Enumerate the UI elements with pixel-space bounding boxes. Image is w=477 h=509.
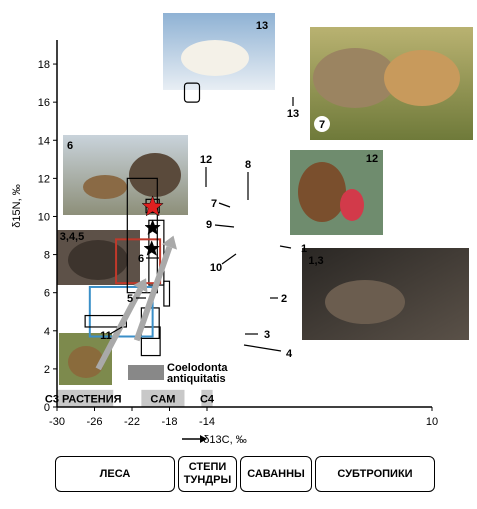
photo-label-0: 13 — [256, 20, 268, 32]
leader-11 — [109, 326, 123, 335]
photo-label-5: 1,3 — [308, 255, 323, 267]
biome-forest: ЛЕСА — [55, 456, 175, 492]
y-tick-5: 10 — [38, 211, 50, 223]
y-tick-6: 12 — [38, 173, 50, 185]
band-2 — [201, 389, 213, 407]
y-tick-0: 0 — [44, 402, 50, 414]
series-label-2: 2 — [281, 293, 287, 305]
band-1 — [141, 389, 185, 407]
series-label-1: 1 — [301, 243, 307, 255]
photo-label-1: 7 — [319, 119, 325, 131]
fish-shape — [340, 189, 364, 221]
cave-bear-shape — [68, 240, 128, 280]
plot-area — [53, 40, 433, 443]
series-label-4: 4 — [286, 348, 293, 360]
rhino-shape — [129, 153, 181, 197]
series-label-10: 10 — [210, 262, 222, 274]
photo-label-4: 3,4,5 — [60, 231, 84, 243]
series-label-8: 8 — [245, 159, 251, 171]
range-box-5 — [88, 285, 154, 338]
series-label-6: 6 — [138, 253, 144, 265]
x-tick-3: -18 — [162, 416, 178, 428]
lion-small-shape — [83, 175, 127, 199]
series-label-9: 9 — [206, 219, 212, 231]
series-label-11: 11 — [100, 330, 112, 342]
photo-layer — [57, 13, 473, 385]
y-tick-3: 6 — [44, 288, 50, 300]
x-tick-1: -26 — [87, 416, 103, 428]
series-label-7: 7 — [211, 198, 217, 210]
leader-4 — [243, 344, 282, 352]
photo-badge-1 — [314, 116, 330, 132]
biome-row: ЛЕСА СТЕПИ ТУНДРЫ САВАННЫ СУБТРОПИКИ — [55, 456, 435, 494]
x-tick-5: 10 — [426, 416, 438, 428]
x-tick-2: -22 — [124, 416, 140, 428]
x-axis-label: δ13C, ‰ — [203, 434, 246, 446]
star-point-10 — [143, 240, 160, 256]
trend-arrowhead-1 — [161, 235, 178, 250]
series-label-12: 12 — [200, 154, 212, 166]
star-point-8 — [141, 195, 164, 217]
leader-9 — [214, 224, 235, 228]
y-tick-8: 16 — [38, 97, 50, 109]
x-tick-0: -30 — [49, 416, 65, 428]
range-box-4 — [140, 326, 161, 357]
y-tick-9: 18 — [38, 59, 50, 71]
band-0 — [57, 389, 114, 407]
range-box-12 — [126, 177, 158, 294]
x-tick-4: -14 — [199, 416, 215, 428]
leader-1 — [279, 245, 292, 249]
lion-shape — [384, 50, 460, 106]
band-label-0: C3 РАСТЕНИЯ — [45, 393, 122, 405]
x-label-arrowhead — [200, 435, 207, 443]
trend-arrow-1 — [133, 245, 173, 342]
legend-label-line-2: antiquitatis — [167, 373, 226, 385]
star-point-9 — [144, 219, 161, 235]
leader-7 — [218, 202, 231, 208]
series-label-5: 5 — [127, 293, 133, 305]
biome-steppe-tundra: СТЕПИ ТУНДРЫ — [178, 456, 237, 492]
cave-animals-shape — [325, 280, 405, 324]
series-label-13: 13 — [287, 108, 299, 120]
polar-bear-shape — [181, 40, 249, 76]
photo-label-2: 6 — [67, 140, 73, 152]
biome-savanna: САВАННЫ — [240, 456, 312, 492]
hyena-shape — [313, 48, 397, 108]
range-box-2 — [163, 280, 171, 307]
y-axis-label: δ15N, ‰ — [11, 184, 23, 227]
legend-swatch — [128, 365, 164, 380]
band-label-1: CAM — [150, 393, 175, 405]
range-box-13 — [183, 82, 201, 103]
photo-label-3: 12 — [366, 153, 378, 165]
y-tick-4: 8 — [44, 250, 50, 262]
y-tick-2: 4 — [44, 326, 50, 338]
band-label-2: C4 — [200, 393, 215, 405]
trend-arrowhead-0 — [133, 278, 148, 293]
leader-10 — [221, 253, 237, 265]
bear-fish-shape — [298, 162, 346, 222]
legend-label-line-1: Coelodonta — [167, 362, 228, 374]
y-tick-1: 2 — [44, 364, 50, 376]
biome-subtropics: СУБТРОПИКИ — [315, 456, 435, 492]
y-tick-7: 14 — [38, 135, 50, 147]
series-label-3: 3 — [264, 329, 270, 341]
marmot-shape — [68, 346, 104, 378]
